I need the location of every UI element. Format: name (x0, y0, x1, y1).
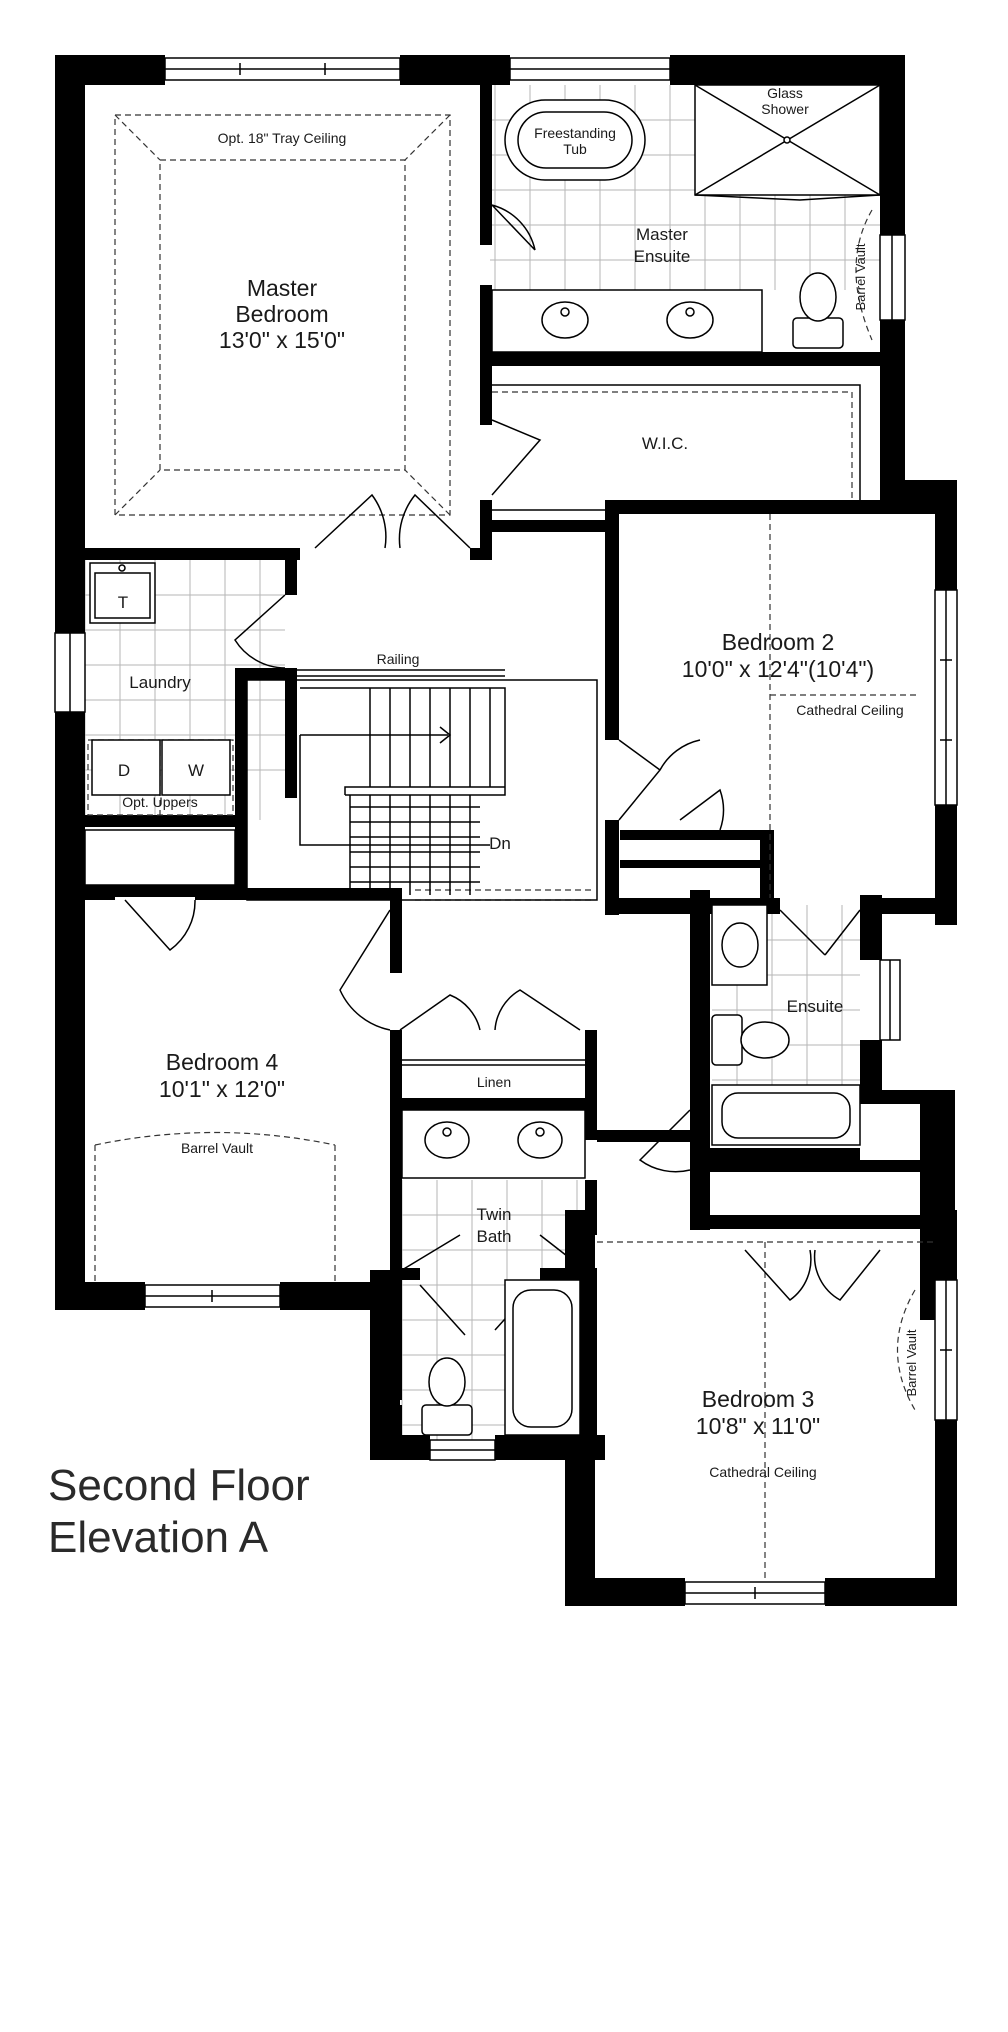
sink-icon (541, 301, 589, 339)
washer-icon (161, 739, 231, 796)
ensuite-label: Ensuite (787, 997, 844, 1016)
bedroom3-size: 10'8" x 11'0" (696, 1413, 820, 1439)
washer-label: W (188, 761, 204, 780)
bedroom2-ceiling-label: Cathedral Ceiling (796, 702, 903, 718)
master-bedroom-label-1: Master (247, 275, 318, 301)
stairs-down-label: Dn (489, 834, 511, 853)
sink-icon (721, 922, 759, 968)
toilet-icon (421, 1404, 473, 1436)
linen-label: Linen (477, 1074, 511, 1090)
twin-bath-label-1: Twin (477, 1205, 512, 1224)
freestanding-tub-label-1: Freestanding (534, 125, 616, 141)
tray-ceiling-label: Opt. 18" Tray Ceiling (218, 130, 347, 146)
bedroom3-label: Bedroom 3 (702, 1386, 815, 1412)
bedroom2-size: 10'0" x 12'4"(10'4") (682, 656, 874, 682)
plan-title-line2: Elevation A (48, 1513, 269, 1562)
master-vanity (491, 289, 763, 353)
bedroom3-ceiling-label: Cathedral Ceiling (709, 1464, 816, 1480)
windows (54, 57, 958, 1605)
bedroom4-barrel-vault-label: Barrel Vault (181, 1140, 253, 1156)
dryer-label: D (118, 761, 130, 780)
opt-uppers-label: Opt. Uppers (122, 794, 197, 810)
sink-icon (517, 1121, 563, 1159)
master-bedroom-label-2: Bedroom (235, 301, 328, 327)
ensuite-barrel-vault-label: Barrel Vault (853, 243, 868, 310)
bedroom4-size: 10'1" x 12'0" (159, 1076, 285, 1102)
sink-icon (666, 301, 714, 339)
bedroom2-label: Bedroom 2 (722, 629, 835, 655)
fixtures (84, 84, 881, 1436)
dryer-icon (91, 739, 161, 796)
master-bedroom-size: 13'0" x 15'0" (219, 327, 345, 353)
room-labels: Opt. 18" Tray Ceiling Master Bedroom 13'… (118, 85, 919, 1480)
plan-title: Second Floor Elevation A (48, 1461, 310, 1562)
bedroom4-label: Bedroom 4 (166, 1049, 279, 1075)
railing-label: Railing (377, 651, 420, 667)
staircase (246, 679, 598, 901)
glass-shower-label-1: Glass (767, 85, 803, 101)
toilet-icon (792, 317, 844, 349)
bedroom3-barrel-vault-label: Barrel Vault (904, 1329, 919, 1396)
freestanding-tub-label-2: Tub (563, 141, 587, 157)
master-ensuite-label-1: Master (636, 225, 688, 244)
glass-shower-label-2: Shower (761, 101, 809, 117)
plan-title-line1: Second Floor (48, 1461, 310, 1510)
laundry-tub-label: T (118, 593, 128, 612)
master-ensuite-label-2: Ensuite (634, 247, 691, 266)
twin-bath-label-2: Bath (477, 1227, 512, 1246)
toilet-icon (711, 1014, 743, 1066)
wic-label: W.I.C. (642, 434, 688, 453)
laundry-label: Laundry (129, 673, 191, 692)
sink-icon (424, 1121, 470, 1159)
